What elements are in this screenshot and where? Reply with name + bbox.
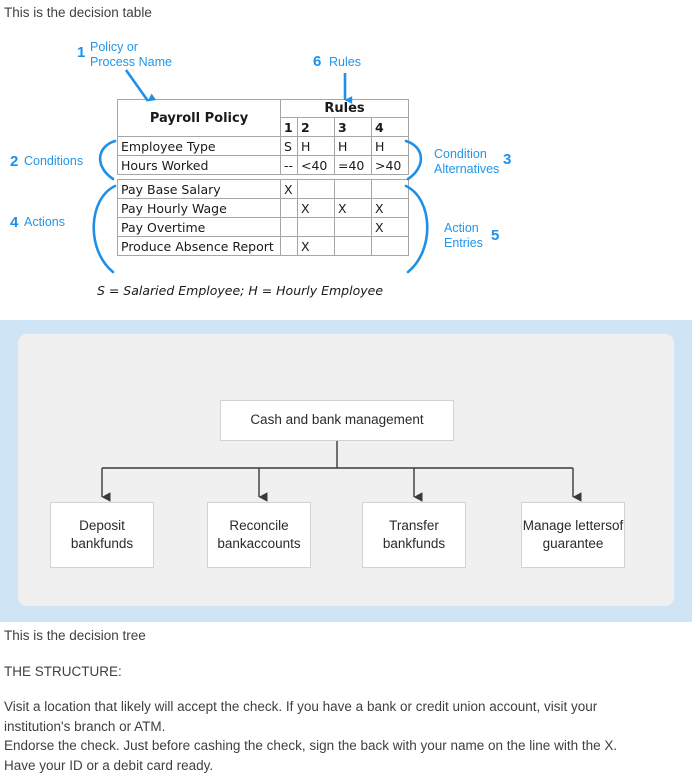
annotation-number-4: 4 xyxy=(10,214,19,231)
tree-node-label: Reconcile bankaccounts xyxy=(208,517,310,553)
tree-node-label: Deposit bankfunds xyxy=(51,517,153,553)
condition-value: <40 xyxy=(297,155,335,175)
condition-value: H xyxy=(297,136,335,156)
tree-node-label: Manage lettersof guarantee xyxy=(522,517,624,553)
condition-value: >40 xyxy=(371,155,409,175)
table-row: Pay Overtime X xyxy=(117,217,409,237)
structure-body-line-3: Endorse the check. Just before cashing t… xyxy=(4,738,618,754)
rules-header-cell: Rules xyxy=(280,99,409,118)
decision-table-legend: S = Salaried Employee; H = Hourly Employ… xyxy=(96,283,384,298)
action-entry: X xyxy=(371,217,409,237)
action-entry xyxy=(371,179,409,199)
action-entry xyxy=(334,217,372,237)
table-section-divider xyxy=(117,174,409,180)
tree-node-label-line1: Deposit bank xyxy=(70,517,125,551)
decision-table-caption: This is the decision table xyxy=(4,5,152,20)
tree-node-root-label: Cash and bank management xyxy=(250,412,424,428)
action-entry: X xyxy=(334,198,372,218)
annotation-label-3b: Alternatives xyxy=(434,162,499,176)
condition-value: S xyxy=(280,136,298,156)
table-row: Employee Type S H H H xyxy=(117,136,409,156)
tree-node-label-line2: funds xyxy=(100,536,134,551)
divider-cell xyxy=(117,174,409,180)
tree-node-label-line2: accounts xyxy=(246,536,301,551)
rule-number-2: 2 xyxy=(297,117,335,137)
structure-heading: THE STRUCTURE: xyxy=(4,663,122,679)
rule-number-3: 3 xyxy=(334,117,372,137)
action-entry xyxy=(334,179,372,199)
action-label: Pay Hourly Wage xyxy=(117,198,281,218)
annotation-label-4: Actions xyxy=(24,215,65,229)
rule-number-4: 4 xyxy=(371,117,409,137)
action-label: Pay Overtime xyxy=(117,217,281,237)
condition-value: =40 xyxy=(334,155,372,175)
condition-value: -- xyxy=(280,155,298,175)
annotation-number-5: 5 xyxy=(491,227,499,244)
annotation-label-1b: Process Name xyxy=(90,55,172,69)
action-label: Pay Base Salary xyxy=(117,179,281,199)
tree-node-reconcile-bank-accounts[interactable]: Reconcile bankaccounts xyxy=(207,502,311,568)
condition-value: H xyxy=(334,136,372,156)
condition-label: Hours Worked xyxy=(117,155,281,175)
action-entry xyxy=(280,236,298,256)
action-entry: X xyxy=(280,179,298,199)
action-entry xyxy=(371,236,409,256)
decision-tree-caption: This is the decision tree xyxy=(4,628,146,643)
table-header-row: Payroll Policy Rules xyxy=(117,99,409,137)
table-row: Pay Hourly Wage X X X xyxy=(117,198,409,218)
bottom-text-block: This is the decision tree THE STRUCTURE:… xyxy=(4,626,688,775)
rule-number-1: 1 xyxy=(280,117,298,137)
action-entry xyxy=(297,179,335,199)
condition-value: H xyxy=(371,136,409,156)
structure-body: Visit a location that likely will accept… xyxy=(4,697,688,775)
policy-name-cell: Payroll Policy xyxy=(117,99,281,137)
annotation-label-5b: Entries xyxy=(444,236,483,250)
tree-node-transfer-bank-funds[interactable]: Transfer bankfunds xyxy=(362,502,466,568)
action-entry xyxy=(297,217,335,237)
condition-label: Employee Type xyxy=(117,136,281,156)
tree-node-root[interactable]: Cash and bank management xyxy=(220,400,454,441)
diagram-band: Cash and bank management Deposit bankfun… xyxy=(0,320,692,622)
tree-node-label-line1: Transfer bank xyxy=(382,517,439,551)
annotation-arrow-1 xyxy=(124,69,157,102)
action-label: Produce Absence Report xyxy=(117,236,281,256)
annotation-brace-actions xyxy=(92,184,117,274)
action-entry: X xyxy=(297,236,335,256)
decision-table: Payroll Policy Rules 1 2 3 4 Employee Ty… xyxy=(117,99,409,256)
tree-node-manage-letters-of-guarantee[interactable]: Manage lettersof guarantee xyxy=(521,502,625,568)
tree-node-deposit-bank-funds[interactable]: Deposit bankfunds xyxy=(50,502,154,568)
tree-node-label-line1: Manage letters xyxy=(522,517,613,533)
action-entry xyxy=(280,198,298,218)
structure-body-line-2: institution's branch or ATM. xyxy=(4,718,166,734)
annotation-number-2: 2 xyxy=(10,153,18,170)
structure-body-line-1: Visit a location that likely will accept… xyxy=(4,699,598,715)
annotation-number-1: 1 xyxy=(77,44,85,61)
annotation-number-3: 3 xyxy=(503,151,511,168)
annotation-label-5a: Action xyxy=(444,221,479,235)
action-entry xyxy=(334,236,372,256)
tree-node-label: Transfer bankfunds xyxy=(363,517,465,553)
annotation-label-1a: Policy or xyxy=(90,40,138,54)
diagram-panel: Cash and bank management Deposit bankfun… xyxy=(18,334,674,606)
table-row: Pay Base Salary X xyxy=(117,179,409,199)
action-entry: X xyxy=(297,198,335,218)
tree-node-label-line2: funds xyxy=(412,536,446,551)
annotation-label-3a: Condition xyxy=(434,147,487,161)
tree-node-label-line2: of guarantee xyxy=(542,517,624,551)
annotation-label-2: Conditions xyxy=(24,154,83,168)
annotation-brace-action-entries xyxy=(404,184,429,274)
tree-connector-layer xyxy=(101,441,582,502)
action-entry: X xyxy=(371,198,409,218)
annotation-number-6: 6 xyxy=(313,53,321,70)
annotation-brace-conditions xyxy=(98,139,117,181)
structure-body-line-4: Have your ID or a debit card ready. xyxy=(4,757,214,773)
tree-node-label-line1: Reconcile bank xyxy=(217,517,289,551)
table-row: Hours Worked -- <40 =40 >40 xyxy=(117,155,409,175)
action-entry xyxy=(280,217,298,237)
table-row: Produce Absence Report X xyxy=(117,236,409,256)
annotation-label-6: Rules xyxy=(329,55,361,69)
